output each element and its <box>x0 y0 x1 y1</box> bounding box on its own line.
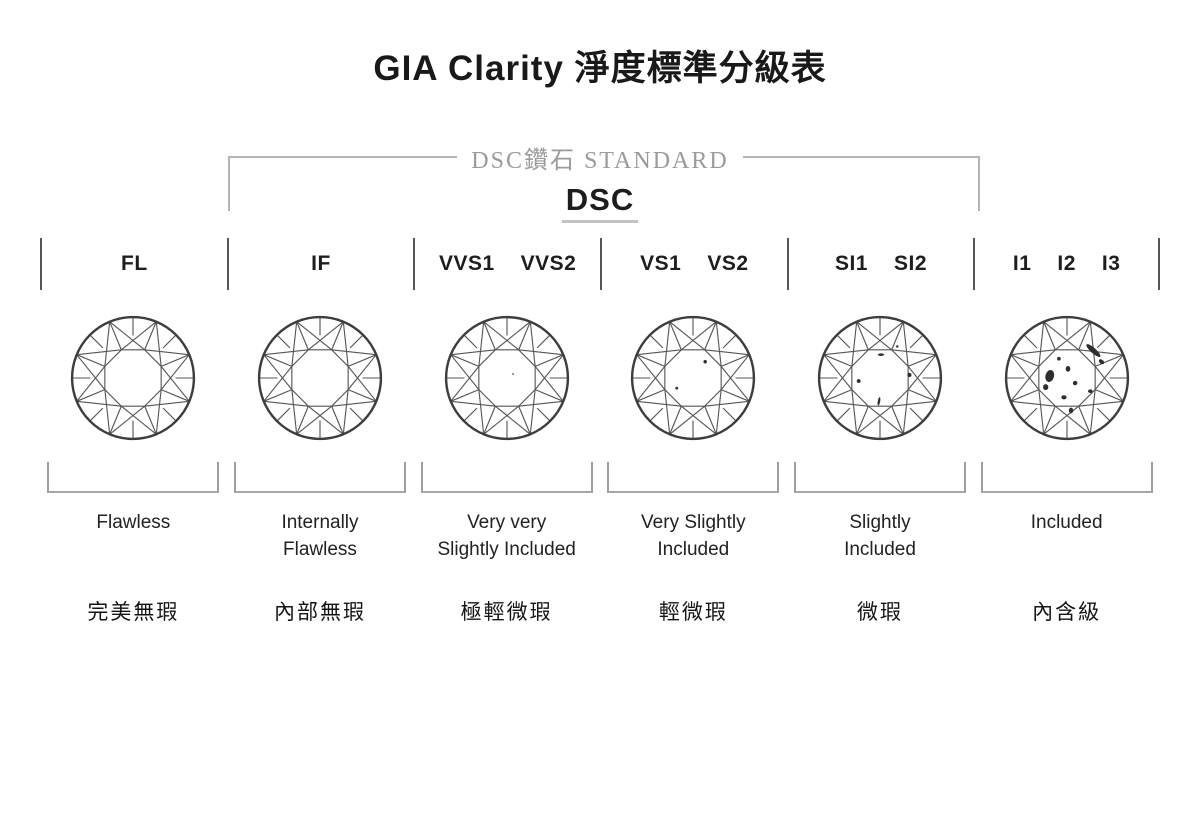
grade-code: I2 <box>1057 252 1076 275</box>
grade-code: SI2 <box>893 252 928 275</box>
grade-code: VVS2 <box>520 252 577 275</box>
chinese-label-fl: 完美無瑕 <box>87 601 180 624</box>
english-label-i: Included <box>1030 512 1103 533</box>
watermark-text: DSC鑽石 STANDARD <box>0 140 1200 175</box>
diamond-illustration-si <box>787 306 974 450</box>
range-bracket <box>233 462 406 493</box>
chinese-label-si: 微瑕 <box>856 601 903 624</box>
english-label-fl: Flawless <box>96 512 171 533</box>
grade-code: SI1 <box>834 252 868 275</box>
grade-code: FL <box>121 252 148 275</box>
diamond-illustration-fl <box>40 306 227 450</box>
range-bracket <box>793 462 966 493</box>
grade-cell-i: I1 I2 I3 <box>973 238 1160 290</box>
diamond-row <box>40 306 1160 450</box>
english-label-si: Slightly Included <box>844 512 916 560</box>
english-label-if: Internally Flawless <box>281 512 359 560</box>
range-bracket <box>607 462 780 493</box>
range-bracket <box>420 462 593 493</box>
chinese-label-row: 完美無瑕 內部無瑕 極輕微瑕 輕微瑕 微瑕 內含級 <box>40 596 1160 626</box>
dsc-logo: DSC <box>561 182 639 223</box>
page-title: GIA Clarity 淨度標準分級表 <box>373 49 827 88</box>
chinese-label-i: 內含級 <box>1032 601 1102 624</box>
grade-cell-fl: FL <box>40 238 227 290</box>
grade-cell-vs: VS1 VS2 <box>600 238 787 290</box>
range-bracket <box>980 462 1153 493</box>
chinese-label-if: 內部無瑕 <box>273 601 366 624</box>
chinese-label-vvs: 極輕微瑕 <box>460 601 553 624</box>
grade-cell-if: IF <box>226 238 414 290</box>
grade-code: VS1 <box>640 252 682 275</box>
english-label-row: Flawless Internally Flawless Very very S… <box>40 510 1160 566</box>
grade-code: IF <box>311 252 331 275</box>
watermark-logo: DSC <box>0 182 1200 223</box>
grade-code-row: FL IF VVS1 VVS2 VS1 VS2 SI1 SI2 I1 I2 I3 <box>40 238 1160 290</box>
diamond-illustration-vvs <box>413 306 600 450</box>
english-label-vs: Very Slightly Included <box>641 512 746 560</box>
chinese-label-vs: 輕微瑕 <box>658 601 728 624</box>
range-bracket <box>47 462 220 493</box>
grade-code: I3 <box>1101 252 1121 275</box>
grade-cell-si: SI1 SI2 <box>786 238 974 290</box>
grade-code: I1 <box>1012 252 1032 275</box>
grade-cell-vvs: VVS1 VVS2 <box>413 238 600 290</box>
watermark-label: DSC鑽石 STANDARD <box>457 148 743 174</box>
grade-code: VS2 <box>707 252 749 275</box>
diamond-illustration-if <box>227 306 414 450</box>
diamond-illustration-vs <box>600 306 787 450</box>
bracket-row <box>40 462 1160 494</box>
english-label-vvs: Very very Slightly Included <box>437 512 576 560</box>
grade-code: VVS1 <box>438 252 495 275</box>
diamond-illustration-i <box>973 306 1160 450</box>
